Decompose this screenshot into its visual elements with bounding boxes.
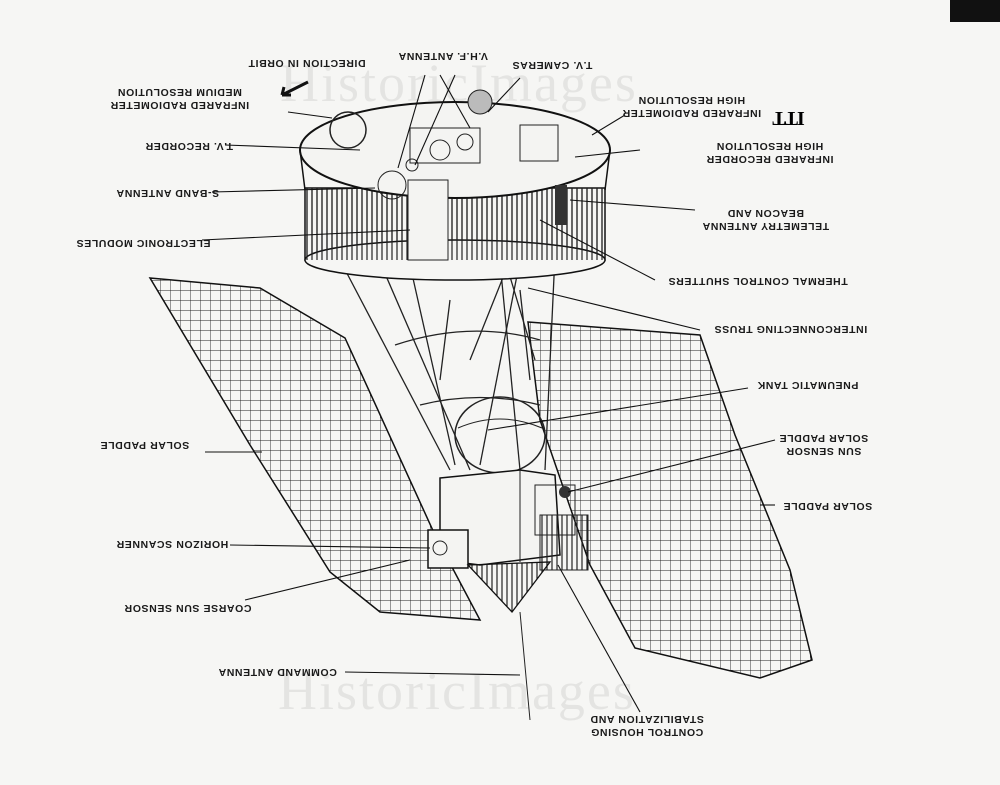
interconnecting-truss xyxy=(339,254,556,471)
label-s-band-antenna: S-BAND ANTENNA xyxy=(116,187,220,199)
label-line: HIGH RESOLUTION xyxy=(716,140,824,152)
label-beacon-telemetry: TELEMETRY ANTENNA BEACON AND xyxy=(702,206,829,232)
label-interconnecting-truss: INTERCONNECTING TRUSS xyxy=(714,323,868,335)
label-solar-paddle-left: SOLAR PADDLE xyxy=(100,439,190,451)
orbit-arrow-icon xyxy=(280,80,309,97)
pneumatic-tank xyxy=(454,396,546,474)
label-electronic-modules: ELECTRONIC MODULES xyxy=(76,237,211,249)
control-housing xyxy=(427,469,589,721)
label-horizon-scanner: HORIZON SCANNER xyxy=(116,538,229,550)
corner-mark xyxy=(950,0,1000,22)
label-coarse-sun-sensor: COARSE SUN SENSOR xyxy=(124,602,252,614)
label-line: HIGH RESOLUTION xyxy=(638,94,746,106)
label-direction-in-orbit: DIRECTION IN ORBIT xyxy=(248,57,366,69)
label-high-res-radiometer: INFRARED RADIOMETER HIGH RESOLUTION xyxy=(622,93,761,119)
solar-paddle-right xyxy=(527,321,813,679)
label-line: MEDIUM RESOLUTION xyxy=(117,86,242,98)
label-solar-paddle-right: SOLAR PADDLE xyxy=(783,500,873,512)
label-stabilization-housing: CONTROL HOUSING STABILIZATION AND xyxy=(590,712,704,738)
label-high-res-recorder: INFRARED RECORDER HIGH RESOLUTION xyxy=(706,139,833,165)
label-line: INFRARED RADIOMETER xyxy=(622,107,762,119)
label-medium-res-radiometer: INFRARED RADIOMETER MEDIUM RESOLUTION xyxy=(110,85,249,111)
label-pneumatic-tank: PNEUMATIC TANK xyxy=(757,379,859,391)
label-paddle-sun-sensor: SUN SENSOR SOLAR PADDLE xyxy=(779,431,868,457)
label-line: SOLAR PADDLE xyxy=(779,432,869,444)
label-line: STABILIZATION AND xyxy=(590,713,704,725)
label-tv-cameras: T.V. CAMERAS xyxy=(512,59,593,71)
label-vhf-antenna: V.H.F. ANTENNA xyxy=(398,50,488,62)
label-command-antenna: COMMAND ANTENNA xyxy=(218,666,337,678)
label-thermal-shutters: THERMAL CONTROL SHUTTERS xyxy=(668,275,848,287)
main-body xyxy=(299,89,611,281)
label-line: SUN SENSOR xyxy=(785,445,862,457)
label-tv-recorder: T.V. RECORDER xyxy=(145,140,233,152)
itt-logo: ITT xyxy=(773,107,805,129)
label-line: INFRARED RECORDER xyxy=(706,153,834,165)
watermark-bottom: HistoricImages xyxy=(278,661,636,721)
solar-paddle-left xyxy=(148,277,482,621)
label-line: TELEMETRY ANTENNA xyxy=(702,220,830,232)
leader-lines xyxy=(201,74,776,713)
label-line: INFRARED RADIOMETER xyxy=(110,99,250,111)
label-line: CONTROL HOUSING xyxy=(590,726,704,738)
label-line: BEACON AND xyxy=(727,207,804,219)
